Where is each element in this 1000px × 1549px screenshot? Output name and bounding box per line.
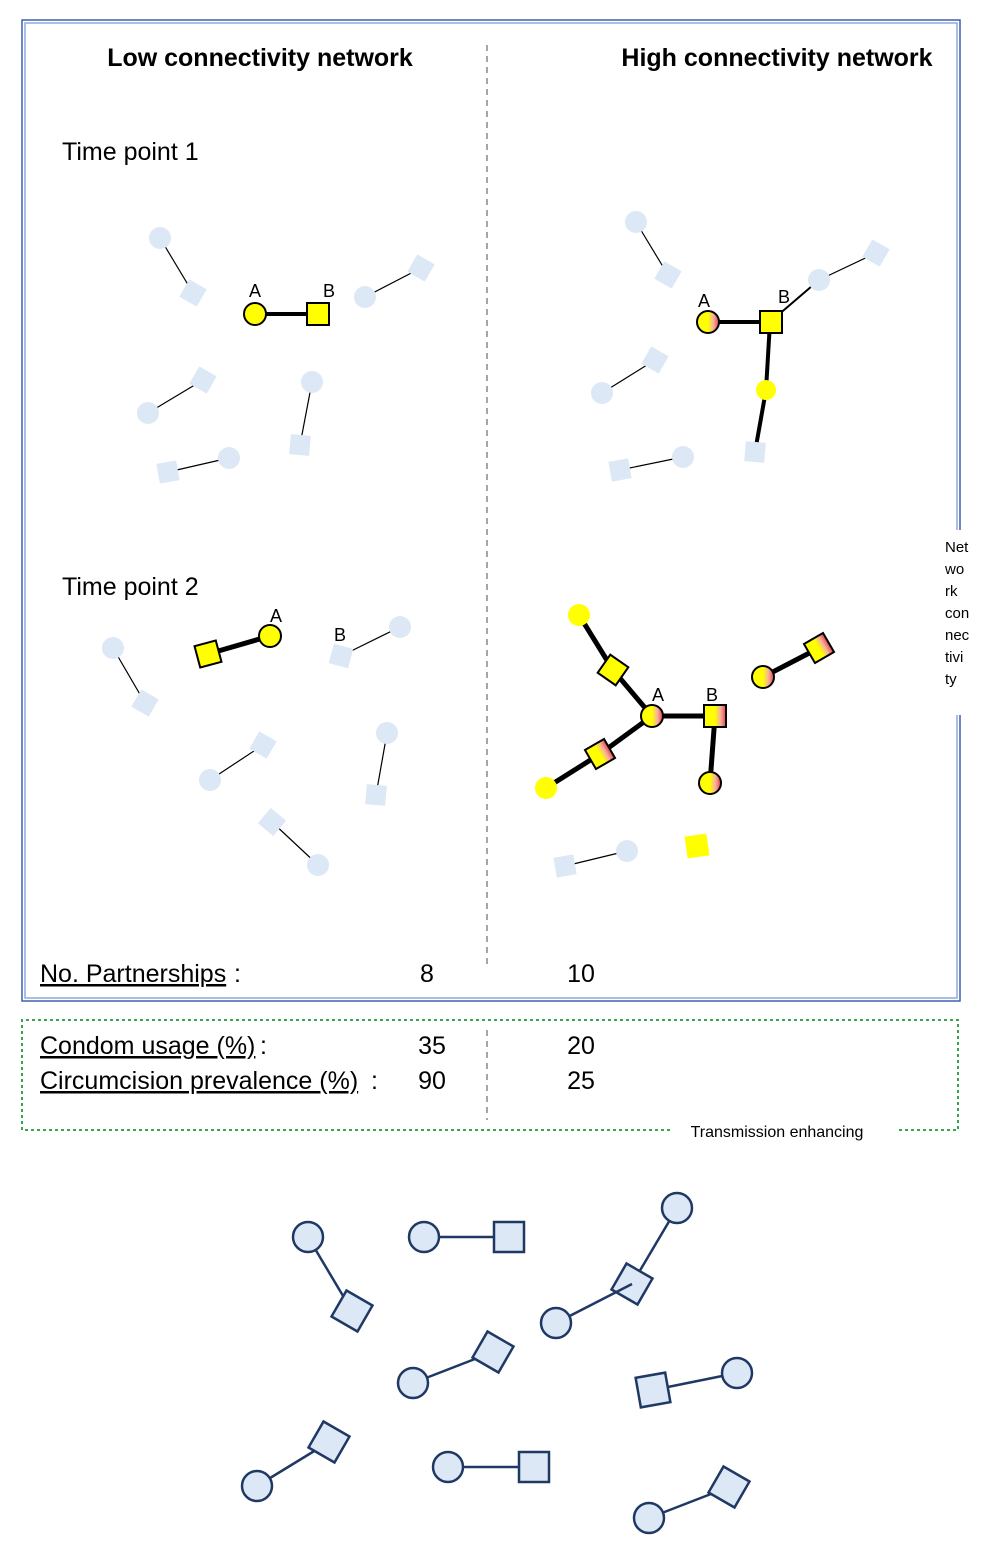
side-label-line: wo <box>944 561 964 578</box>
example-pair <box>396 1329 516 1400</box>
node-b <box>306 302 330 326</box>
stat-label: Circumcision prevalence (%) <box>40 1067 358 1095</box>
side-label-line: con <box>945 605 969 622</box>
stat-label: Condom usage (%) <box>40 1032 255 1060</box>
low-tp1: A B <box>137 227 435 484</box>
stat-circumcision: Circumcision prevalence (%) : 90 25 <box>40 1067 595 1095</box>
stat-condom: Condom usage (%) : 35 20 <box>40 1032 595 1060</box>
stat-high-value: 10 <box>567 960 595 988</box>
faded-pair <box>608 446 694 482</box>
node-infected <box>684 833 710 859</box>
example-pairs <box>240 1191 754 1535</box>
example-pair <box>407 1220 526 1254</box>
node-treated <box>698 771 722 795</box>
faded-pair <box>625 211 682 289</box>
header-low: Low connectivity network <box>107 44 413 72</box>
high-tp2: A B <box>535 604 836 878</box>
time-point-2-label: Time point 2 <box>62 573 199 601</box>
side-label-line: ty <box>945 671 957 688</box>
stat-colon: : <box>260 1032 267 1060</box>
node-label-b: B <box>323 281 335 301</box>
node-infected <box>193 639 223 669</box>
node-faded <box>862 239 890 267</box>
example-pair <box>632 1464 752 1535</box>
faded-pair <box>328 616 411 669</box>
faded-pair <box>199 731 277 791</box>
example-pair <box>634 1356 754 1409</box>
node-infected <box>756 380 776 400</box>
node-label-b: B <box>334 625 346 645</box>
transmission-box <box>21 1019 959 1131</box>
node-label-a: A <box>270 606 282 626</box>
node-infected <box>596 653 630 687</box>
node-infected <box>535 777 557 799</box>
node-faded <box>808 269 830 291</box>
node-label-b: B <box>778 287 790 307</box>
network-box-inner <box>24 22 958 999</box>
faded-pair <box>257 807 329 876</box>
example-pair <box>291 1220 375 1334</box>
stat-partnerships: No. Partnerships : 8 10 <box>40 960 595 988</box>
faded-pair <box>354 254 435 308</box>
infected-pair-a: A <box>193 606 282 669</box>
side-label-line: tivi <box>945 649 963 666</box>
faded-pair <box>149 227 207 307</box>
side-label: Net wo rk con nec tivi ty <box>944 539 970 688</box>
stat-high-value: 20 <box>567 1032 595 1060</box>
side-label-gap <box>950 530 964 715</box>
time-point-1-label: Time point 1 <box>62 138 199 166</box>
faded-pair <box>102 637 159 717</box>
network-box-outer <box>21 19 961 1002</box>
example-pair <box>240 1419 352 1503</box>
example-pair <box>609 1191 694 1307</box>
node-b <box>759 310 783 334</box>
faded-pair <box>137 366 217 424</box>
node-a <box>258 624 282 648</box>
low-tp2: A B <box>102 606 411 876</box>
stat-colon: : <box>234 960 241 988</box>
stat-colon: : <box>371 1067 378 1095</box>
node-label-a: A <box>249 281 261 301</box>
stat-label: No. Partnerships <box>40 960 226 988</box>
stat-low-value: 35 <box>418 1032 446 1060</box>
node-a <box>640 704 664 728</box>
faded-pair <box>156 447 240 484</box>
side-label-line: nec <box>945 627 970 644</box>
header-high: High connectivity network <box>621 44 932 72</box>
faded-pair <box>553 840 638 878</box>
example-pair <box>431 1450 551 1484</box>
node-faded <box>744 441 766 463</box>
node-a <box>243 302 267 326</box>
node-a <box>696 310 720 334</box>
node-infected <box>568 604 590 626</box>
side-label-line: rk <box>945 583 958 600</box>
node-treated <box>751 665 775 689</box>
node-b <box>703 704 727 728</box>
node-treated <box>802 631 836 665</box>
stat-high-value: 25 <box>567 1067 595 1095</box>
stat-low-value: 8 <box>420 960 434 988</box>
stat-low-value: 90 <box>418 1067 446 1095</box>
high-tp1: A B <box>591 211 890 482</box>
faded-pair <box>365 722 398 806</box>
faded-pair <box>591 346 669 404</box>
node-treated <box>583 737 617 771</box>
node-label-a: A <box>698 291 710 311</box>
side-label-line: Net <box>945 539 969 556</box>
faded-pair <box>289 371 323 456</box>
transmission-label: Transmission enhancing <box>691 1124 864 1141</box>
infected-pair-ab: A B <box>243 281 335 326</box>
example-pair <box>539 1282 633 1340</box>
node-label-a: A <box>652 685 664 705</box>
node-label-b: B <box>706 685 718 705</box>
